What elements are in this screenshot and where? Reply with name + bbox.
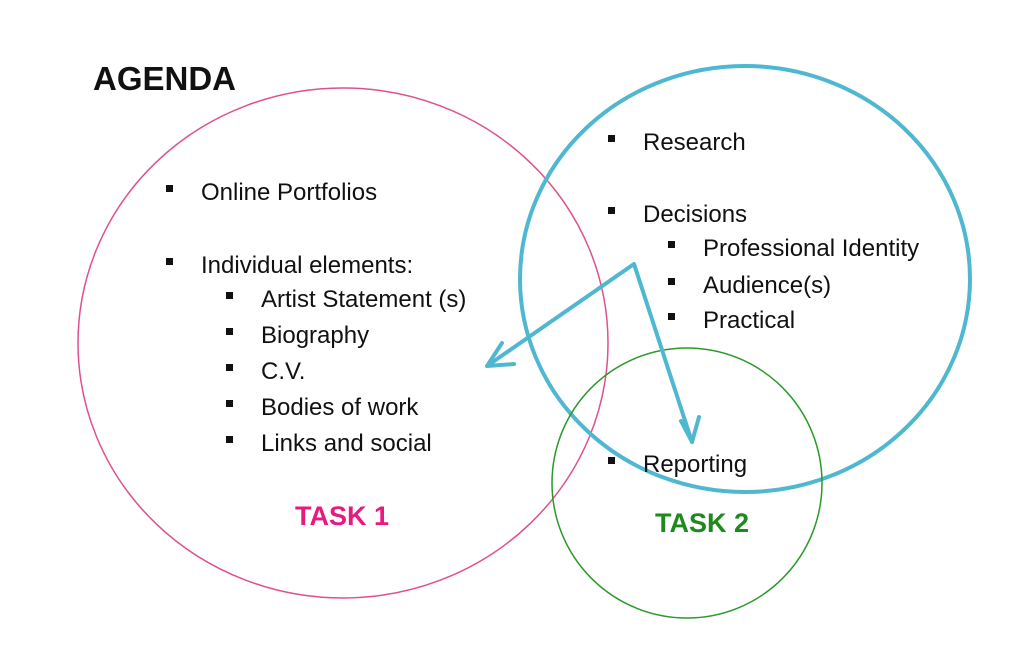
list-subitem: Professional Identity	[703, 235, 919, 262]
arrow-lines	[485, 262, 694, 444]
list-subitem: Audience(s)	[703, 272, 831, 299]
list-subitem: Biography	[261, 322, 369, 349]
bullet-icon	[608, 135, 615, 142]
task2-label: TASK 2	[655, 508, 749, 538]
arrowhead-task1-icon	[485, 341, 516, 368]
list-item: Decisions	[643, 201, 747, 228]
list-subitem: Artist Statement (s)	[261, 286, 466, 313]
bullet-icon	[608, 457, 615, 464]
task1-circle	[77, 87, 609, 599]
research-list: Research Decisions Professional Identity…	[608, 129, 919, 334]
list-item: Individual elements:	[201, 252, 413, 279]
bullet-icon	[668, 313, 675, 320]
bullet-icon	[226, 436, 233, 443]
bullet-icon	[226, 364, 233, 371]
list-subitem: Practical	[703, 307, 795, 334]
list-subitem: Bodies of work	[261, 394, 419, 421]
bullet-icon	[166, 258, 173, 265]
bullet-icon	[166, 185, 173, 192]
task2-circle	[551, 347, 823, 619]
bullet-icon	[608, 207, 615, 214]
arrowhead-task2-icon	[679, 415, 701, 444]
task1-label: TASK 1	[295, 501, 389, 531]
bullet-icon	[226, 328, 233, 335]
list-item: Research	[643, 129, 746, 156]
list-item: Online Portfolios	[201, 179, 377, 206]
research-circle	[518, 64, 972, 494]
bullet-icon	[668, 278, 675, 285]
flow-arrows	[485, 262, 701, 444]
bullet-icon	[226, 400, 233, 407]
task1-list: Online Portfolios Individual elements: A…	[166, 179, 466, 457]
list-subitem: Links and social	[261, 430, 432, 457]
agenda-title: AGENDA	[93, 60, 236, 97]
bullet-icon	[668, 241, 675, 248]
list-subitem: C.V.	[261, 358, 305, 385]
bullet-icon	[226, 292, 233, 299]
list-item: Reporting	[643, 451, 747, 478]
